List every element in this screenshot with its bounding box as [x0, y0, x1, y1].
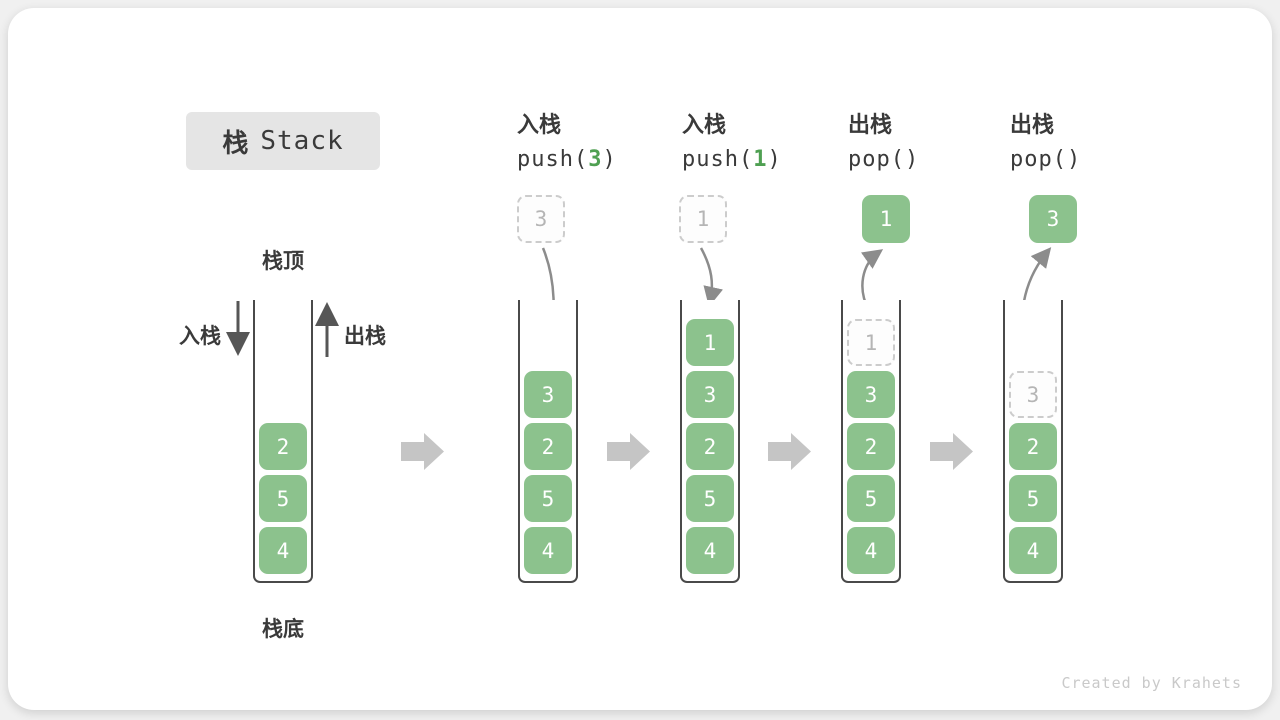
- op-code: push(3): [517, 142, 617, 177]
- stack-element: 4: [847, 527, 895, 574]
- stack-element: 5: [1009, 475, 1057, 522]
- stack-element: 4: [1009, 527, 1057, 574]
- incoming-element: 3: [517, 195, 565, 243]
- stack-element: 4: [524, 527, 572, 574]
- op-label-pop-3: 出栈 pop(): [1010, 107, 1081, 177]
- op-label-pop-1: 出栈 pop(): [848, 107, 919, 177]
- stack-element: 2: [686, 423, 734, 470]
- op-label-push-1: 入栈 push(1): [682, 107, 782, 177]
- title-zh: 栈: [222, 127, 249, 158]
- watermark: Created by Krahets: [1061, 674, 1242, 692]
- stack-element: 4: [686, 527, 734, 574]
- stack-element: 3: [686, 371, 734, 418]
- stack-element: 4: [259, 527, 307, 574]
- stack-element: 5: [847, 475, 895, 522]
- stack-element: 5: [524, 475, 572, 522]
- op-label-push-3: 入栈 push(3): [517, 107, 617, 177]
- op-close: ): [767, 147, 782, 172]
- stack-element-ghost: 1: [847, 319, 895, 366]
- popped-element: 1: [862, 195, 910, 243]
- stack-element: 3: [524, 371, 572, 418]
- op-close: ): [1066, 147, 1082, 172]
- op-arg: 1: [753, 147, 768, 172]
- op-code: push(1): [682, 142, 782, 177]
- op-code: pop(): [848, 142, 919, 177]
- stack-bottom-label: 栈底: [262, 618, 304, 641]
- incoming-element: 1: [679, 195, 727, 243]
- popped-element: 3: [1029, 195, 1077, 243]
- op-fn: pop(: [848, 147, 905, 172]
- op-zh: 出栈: [1010, 112, 1055, 137]
- stack-element: 2: [1009, 423, 1057, 470]
- op-fn: pop(: [1010, 147, 1067, 172]
- op-zh: 出栈: [848, 112, 893, 137]
- op-fn: push(: [517, 147, 589, 172]
- op-close: ): [904, 147, 920, 172]
- push-side-label: 入栈: [179, 325, 221, 348]
- pop-side-label: 出栈: [344, 325, 386, 348]
- stack-element-ghost: 3: [1009, 371, 1057, 418]
- diagram-title: 栈 Stack: [186, 112, 380, 170]
- op-zh: 入栈: [682, 112, 727, 137]
- op-arg: 3: [588, 147, 603, 172]
- stack-element: 2: [847, 423, 895, 470]
- op-zh: 入栈: [517, 112, 562, 137]
- title-en: Stack: [260, 126, 344, 156]
- op-code: pop(): [1010, 142, 1081, 177]
- stack-top-label: 栈顶: [262, 250, 304, 273]
- stack-element: 1: [686, 319, 734, 366]
- stack-element: 5: [686, 475, 734, 522]
- op-fn: push(: [682, 147, 754, 172]
- op-close: ): [602, 147, 617, 172]
- stack-element: 2: [524, 423, 572, 470]
- stack-element: 2: [259, 423, 307, 470]
- stack-element: 3: [847, 371, 895, 418]
- stack-element: 5: [259, 475, 307, 522]
